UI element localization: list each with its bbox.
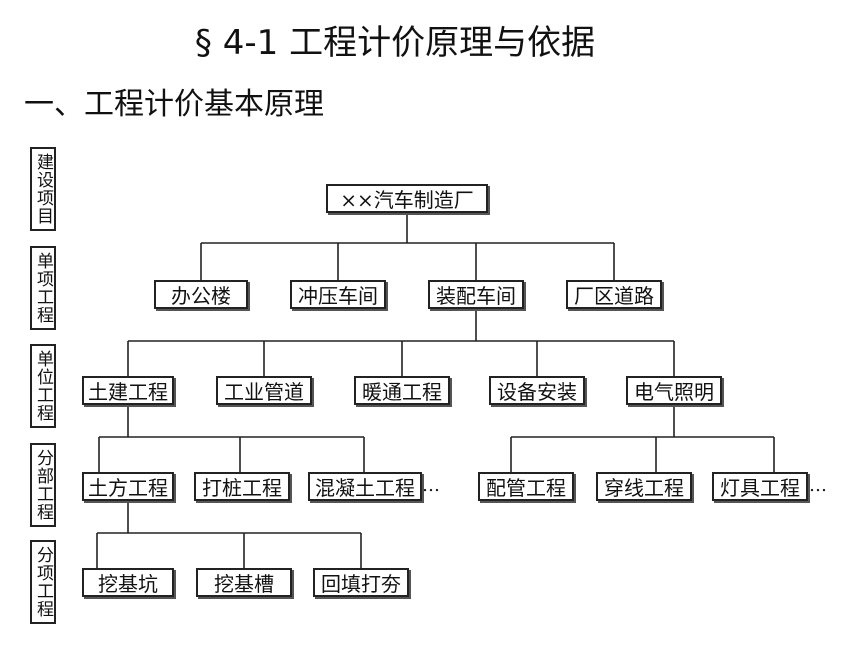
- section-title: 一、工程计价基本原理: [24, 87, 324, 122]
- node-foundation-pit: 挖基坑: [82, 568, 174, 597]
- page-title: § 4-1 工程计价原理与依据: [194, 23, 596, 63]
- node-root-factory: ××汽车制造厂: [326, 184, 488, 213]
- node-wiring-works: 穿线工程: [596, 472, 692, 501]
- node-electrical-lighting: 电气照明: [626, 376, 722, 405]
- level-label-divisional-project: 分部工程: [30, 443, 56, 527]
- node-lamp-works: 灯具工程: [712, 472, 808, 501]
- node-conduit-works: 配管工程: [478, 472, 574, 501]
- level-label-subitem-project: 分项工程: [30, 540, 56, 624]
- level-label-single-project: 单项工程: [30, 246, 56, 330]
- node-factory-road: 厂区道路: [566, 280, 662, 309]
- ellipsis-right: …: [809, 475, 827, 496]
- node-piling-works: 打桩工程: [194, 472, 290, 501]
- node-civil-works: 土建工程: [82, 376, 174, 405]
- node-stamping-workshop: 冲压车间: [290, 280, 386, 309]
- node-concrete-works: 混凝土工程: [308, 472, 422, 501]
- level-label-unit-project: 单位工程: [30, 344, 56, 428]
- node-earthwork: 土方工程: [82, 472, 174, 501]
- node-assembly-workshop: 装配车间: [428, 280, 524, 309]
- ellipsis-left: …: [422, 475, 440, 496]
- node-backfill-tamping: 回填打夯: [313, 568, 409, 597]
- node-industrial-piping: 工业管道: [216, 376, 312, 405]
- node-equipment-installation: 设备安装: [489, 376, 585, 405]
- node-foundation-trench: 挖基槽: [196, 568, 292, 597]
- node-office-building: 办公楼: [154, 280, 248, 309]
- level-label-construction-project: 建设项目: [30, 147, 56, 231]
- node-hvac-works: 暖通工程: [354, 376, 450, 405]
